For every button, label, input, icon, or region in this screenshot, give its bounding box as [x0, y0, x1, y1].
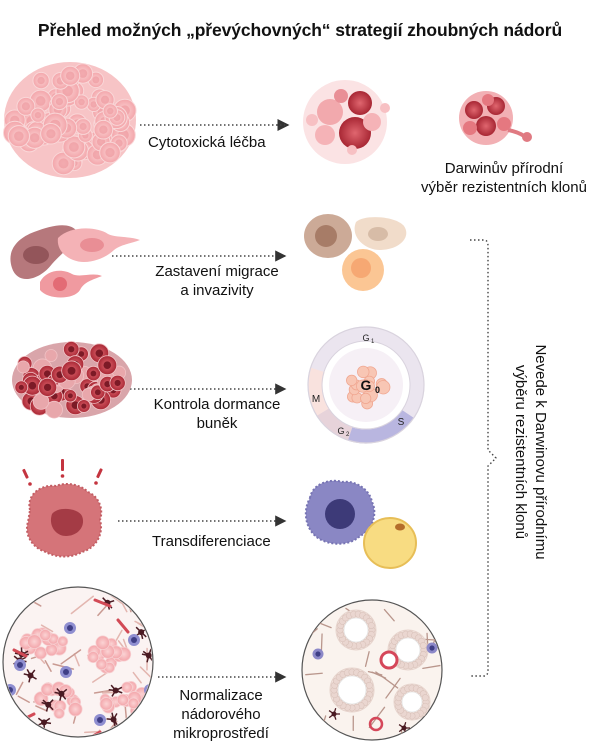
phase-g2-label: G — [337, 426, 344, 436]
differentiated-cells-icon — [304, 479, 417, 569]
svg-text:1: 1 — [371, 339, 375, 345]
figure-title: Přehled možných „převýchovných“ strategi… — [37, 20, 563, 40]
svg-text:0: 0 — [375, 385, 380, 395]
resistant-clone-icon — [459, 91, 532, 145]
label-transdifferentiation: Transdiferenciace — [152, 533, 271, 550]
migrating-cells-icon — [10, 225, 141, 298]
tumor-microenvironment-icon — [2, 586, 154, 738]
dormant-tumor-cluster-icon — [12, 341, 132, 419]
phase-s-label: S — [398, 417, 405, 428]
phase-g0-label: G — [361, 377, 372, 393]
label-cytotoxic-therapy: Cytotoxická léčba — [148, 134, 266, 151]
treated-tumor-icon — [303, 80, 390, 164]
label-no-darwin-selection: Nevede k Darwinovu přírodnímu výběru rez… — [512, 344, 549, 560]
phase-g1-label: G — [362, 333, 369, 343]
normalized-microenvironment-icon — [301, 599, 443, 741]
phase-m-label: M — [312, 394, 320, 405]
grouping-bracket — [470, 239, 497, 677]
cell-cycle-diagram: G 0 G 1 S G 2 M — [307, 326, 425, 444]
svg-text:2: 2 — [346, 432, 350, 438]
non-migrating-cells-icon — [304, 214, 407, 291]
transdifferentiating-cell-icon — [22, 459, 103, 558]
tumor-cluster-icon — [2, 62, 137, 178]
